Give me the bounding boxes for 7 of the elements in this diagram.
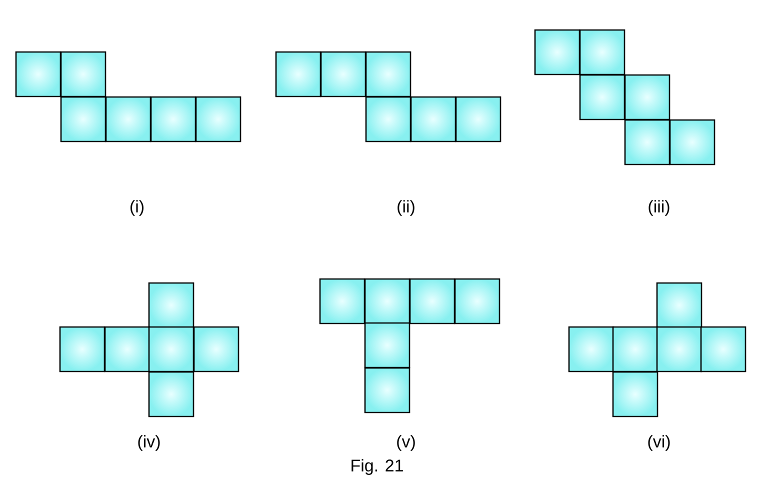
figure-label: (vi) <box>648 435 670 451</box>
caption: Fig. 21 <box>352 459 403 475</box>
figure-label: (iv) <box>138 435 160 451</box>
figure-label: (i) <box>130 200 144 216</box>
figure-label: (iii) <box>648 200 670 216</box>
figure-label: (v) <box>397 435 415 451</box>
figure-label: (ii) <box>398 200 414 216</box>
